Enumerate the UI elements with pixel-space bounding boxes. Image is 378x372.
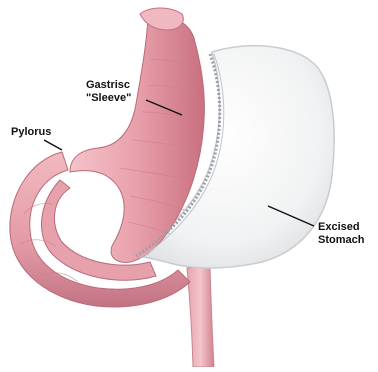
excised-stomach-label-line1: Excised xyxy=(318,221,364,234)
excised-stomach-label-line2: Stomach xyxy=(318,234,364,247)
esophagus xyxy=(140,8,183,30)
pylorus-label-text: Pylorus xyxy=(11,126,51,139)
gastric-sleeve-label: Gastrisc "Sleeve" xyxy=(86,79,131,105)
pylorus-leader xyxy=(44,140,62,150)
gastric-sleeve-label-line1: Gastrisc xyxy=(86,79,131,92)
gastric-sleeve-label-line2: "Sleeve" xyxy=(86,92,131,105)
pylorus-label: Pylorus xyxy=(11,126,51,139)
excised-stomach-label: Excised Stomach xyxy=(318,221,364,247)
lower-tube xyxy=(187,266,214,367)
